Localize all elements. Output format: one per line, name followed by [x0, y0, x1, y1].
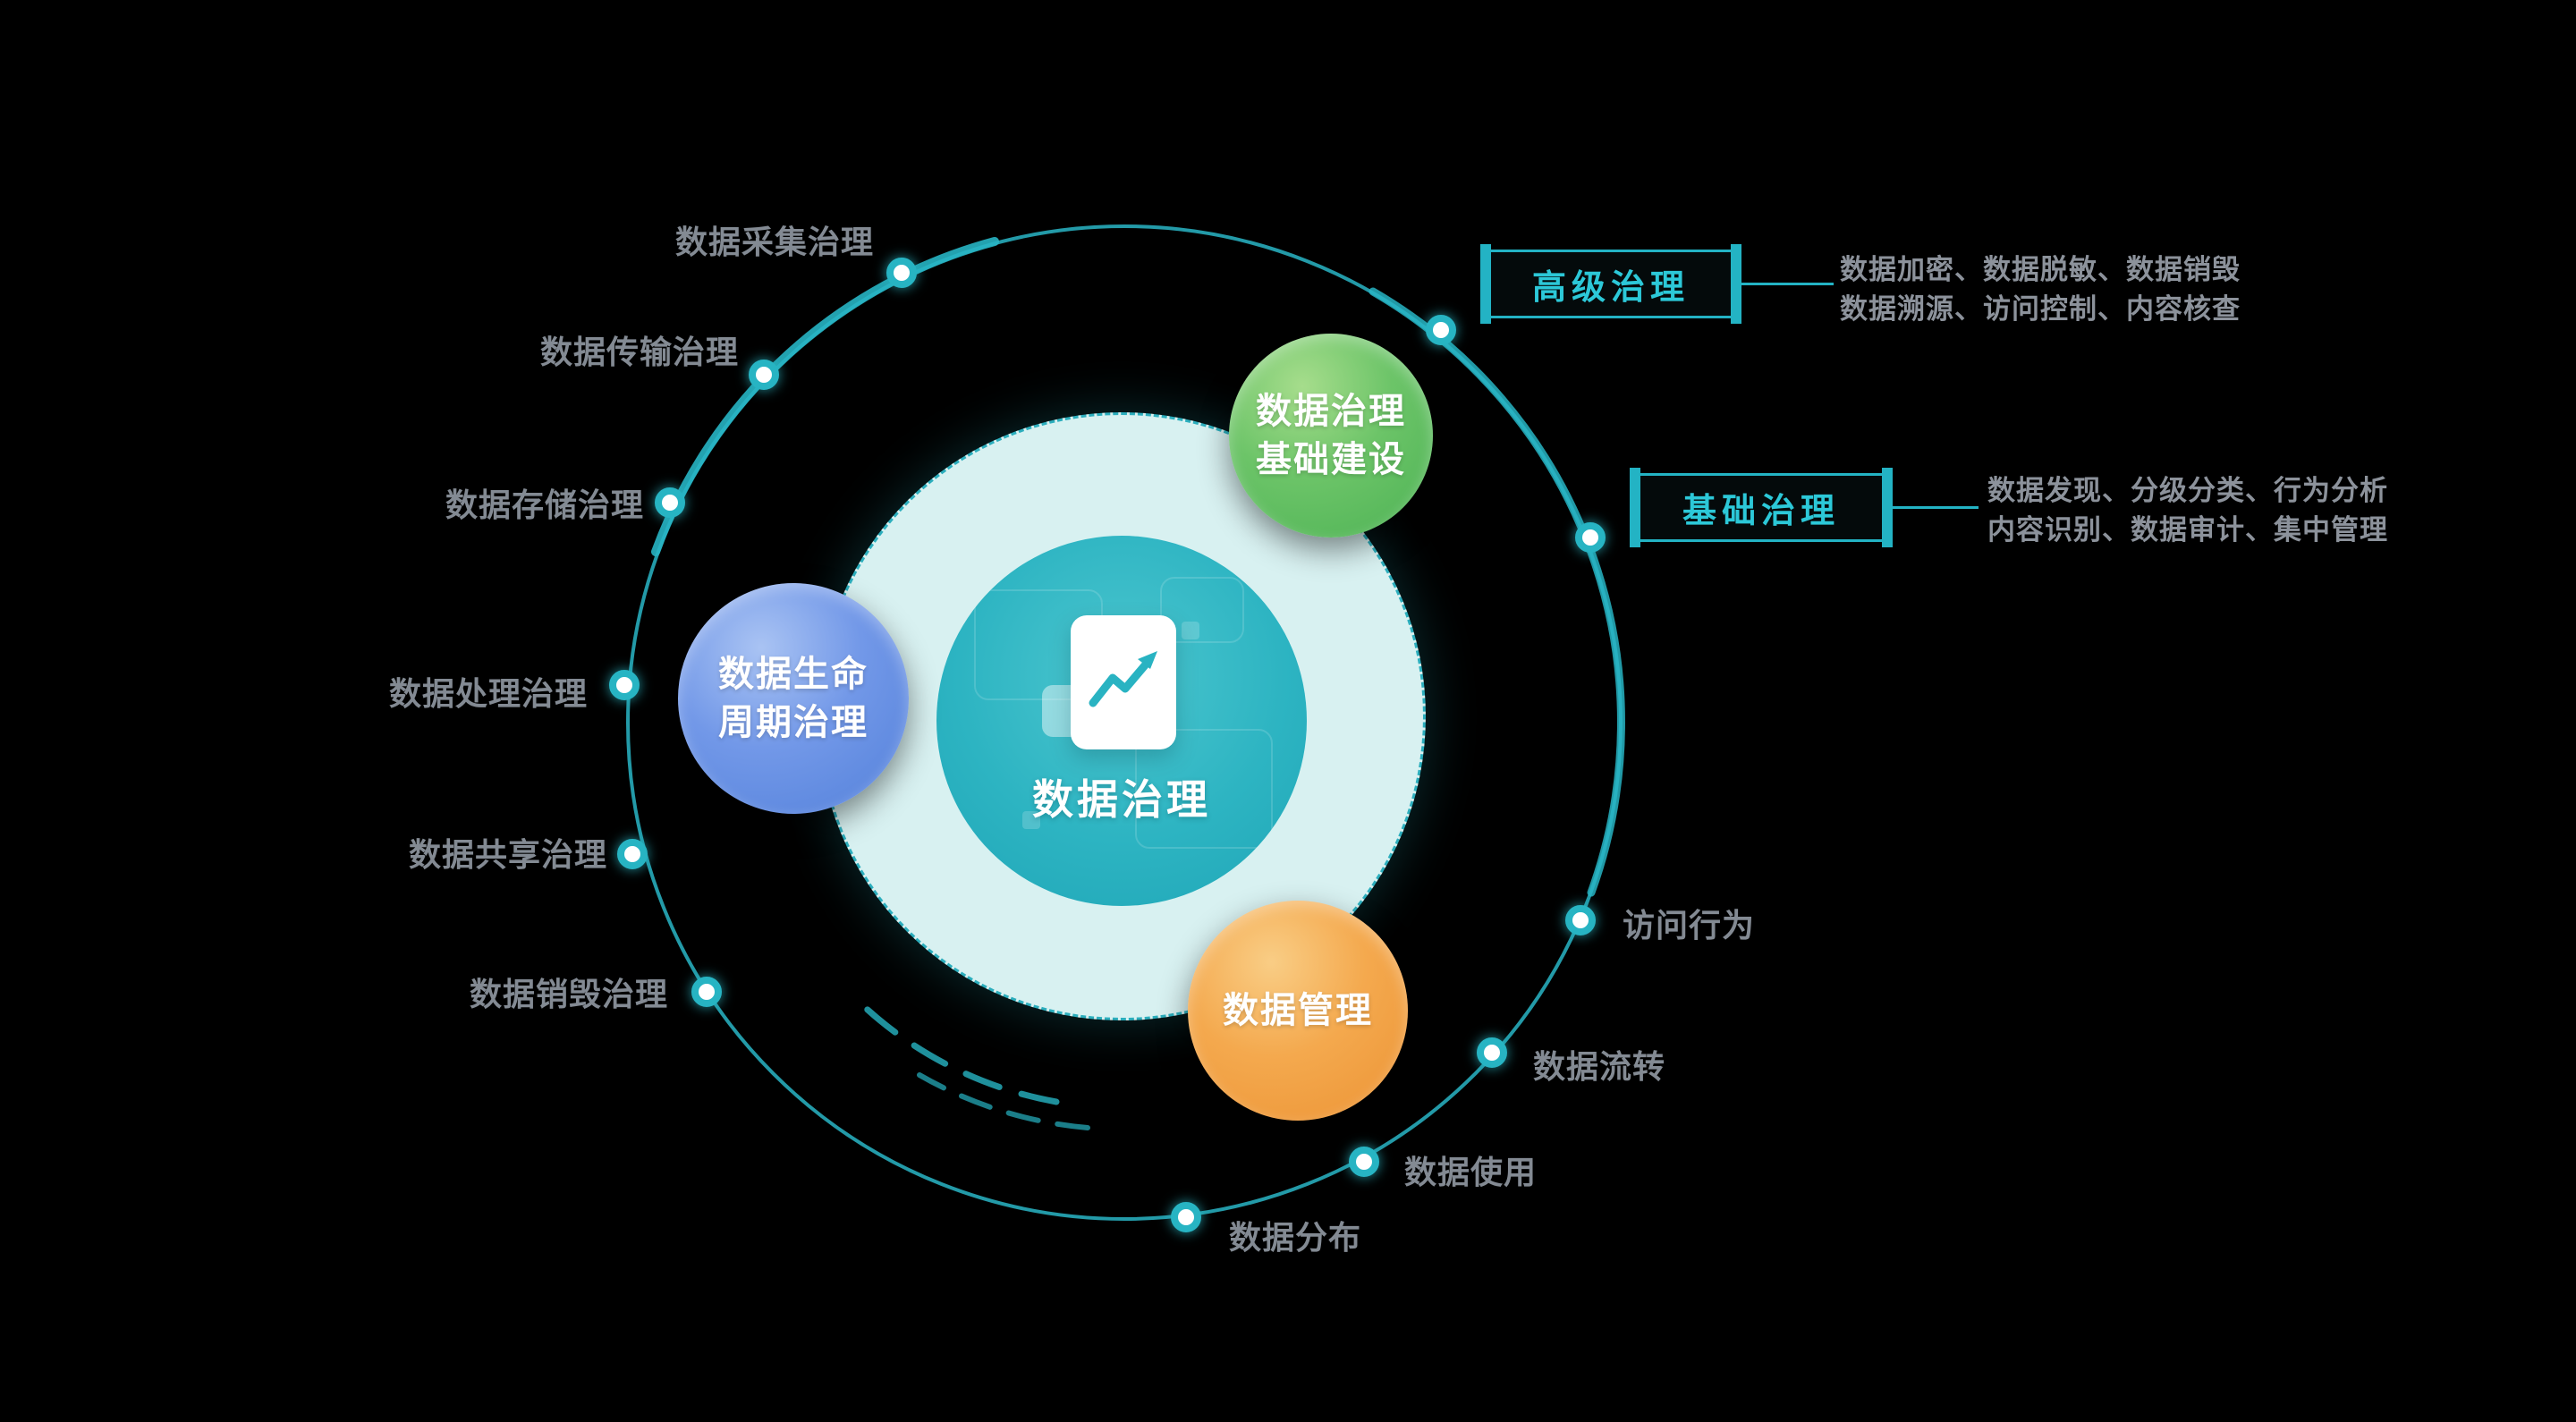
bubble-data-lifecycle: 数据生命 周期治理	[678, 583, 909, 814]
center-disc: 数据治理	[936, 536, 1307, 906]
orbit-ring	[626, 224, 1623, 1221]
callout-connector-line	[1739, 283, 1834, 285]
circuit-chip-decoration	[1182, 622, 1199, 639]
description-line: 内容识别、数据审计、集中管理	[1987, 514, 2388, 546]
orbit-node-sharing	[617, 839, 648, 869]
bubble-governance-infrastructure: 数据治理 基础建设	[1229, 334, 1433, 537]
circuit-chip-decoration	[1022, 811, 1040, 829]
orbit-node-collection	[886, 258, 917, 288]
orbit-label-storage: 数据存储治理	[445, 487, 644, 523]
description-line: 数据加密、数据脱敏、数据销毁	[1840, 254, 2241, 285]
orbit-label-destruction: 数据销毁治理	[469, 976, 668, 1012]
orbit-node-storage	[655, 487, 685, 518]
circuit-trace-decoration	[1135, 729, 1273, 849]
chart-line-icon	[1089, 651, 1157, 707]
callout-title: 基础治理	[1682, 493, 1840, 530]
report-icon	[1042, 615, 1189, 749]
bubble-text-line: 数据生命	[718, 655, 869, 694]
callout-description-advanced: 数据加密、数据脱敏、数据销毁 数据溯源、访问控制、内容核查	[1840, 250, 2241, 329]
callout-connector-line	[1887, 506, 1979, 509]
callout-box-basic-governance: 基础治理	[1630, 468, 1893, 547]
bubble-data-management: 数据管理	[1188, 901, 1408, 1121]
callout-title: 高级治理	[1531, 269, 1690, 307]
orbit-node-processing	[609, 670, 640, 700]
bubble-text-line: 数据治理	[1256, 392, 1406, 431]
description-line: 数据发现、分级分类、行为分析	[1987, 475, 2388, 506]
document-card-icon	[1071, 615, 1176, 749]
orbit-label-collection: 数据采集治理	[674, 224, 874, 260]
orbit-node-basic-governance	[1575, 522, 1606, 553]
orbit-node-advanced-governance	[1426, 315, 1456, 345]
bubble-text-line: 数据管理	[1223, 991, 1373, 1030]
orbit-label-data-flow: 数据流转	[1533, 1048, 1666, 1085]
orbit-node-access-behavior	[1565, 905, 1596, 935]
bubble-text-line: 基础建设	[1256, 440, 1406, 479]
orbit-node-data-distribution	[1171, 1202, 1201, 1232]
orbit-node-data-usage	[1349, 1147, 1379, 1177]
orbit-label-sharing: 数据共享治理	[408, 836, 607, 873]
orbit-label-data-usage: 数据使用	[1404, 1154, 1538, 1190]
circuit-trace-decoration	[1160, 577, 1244, 643]
center-title: 数据治理	[1032, 776, 1211, 823]
orbit-label-data-distribution: 数据分布	[1229, 1219, 1362, 1256]
orbit-label-access-behavior: 访问行为	[1623, 907, 1756, 944]
orbit-node-destruction	[691, 977, 722, 1007]
orbit-node-data-flow	[1477, 1037, 1507, 1068]
bubble-text-line: 周期治理	[718, 703, 869, 742]
orbit-label-processing: 数据处理治理	[388, 675, 588, 712]
description-line: 数据溯源、访问控制、内容核查	[1840, 293, 2241, 325]
orbit-label-transmission: 数据传输治理	[539, 334, 739, 370]
callout-description-basic: 数据发现、分级分类、行为分析 内容识别、数据审计、集中管理	[1987, 471, 2388, 550]
orbit-node-transmission	[749, 360, 779, 390]
callout-box-advanced-governance: 高级治理	[1480, 244, 1741, 324]
